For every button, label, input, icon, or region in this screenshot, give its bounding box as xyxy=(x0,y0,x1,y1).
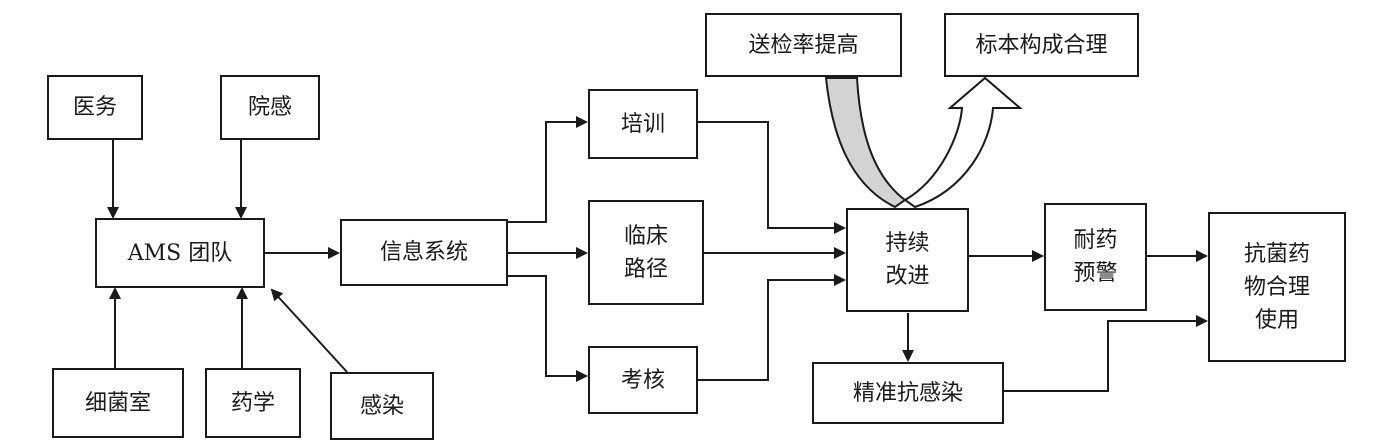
node-linchuang: 临床 路径 xyxy=(588,200,704,305)
node-kangjun: 抗菌药 物合理 使用 xyxy=(1208,212,1346,362)
arrow-peixun-to-chixu xyxy=(698,121,846,234)
node-ams-team: AMS 团队 xyxy=(95,218,265,288)
node-songjian: 送检率提高 xyxy=(705,13,902,77)
arrow-kaohe-to-chixu xyxy=(698,274,846,381)
hollow-curved-arrow xyxy=(903,76,1023,209)
node-naiyao: 耐药 预警 xyxy=(1044,203,1147,311)
node-chixu: 持续 改进 xyxy=(846,208,969,312)
node-biaoben: 标本构成合理 xyxy=(944,13,1139,77)
arrow-xinxi-to-peixun xyxy=(508,116,588,223)
node-yiwu: 医务 xyxy=(47,75,143,140)
arrow-xinxi-to-kaohe xyxy=(508,275,588,382)
node-jingzhun: 精准抗感染 xyxy=(812,362,1004,424)
node-peixun: 培训 xyxy=(588,89,698,159)
node-yaoxue: 药学 xyxy=(205,368,301,438)
node-xijunshi: 细菌室 xyxy=(52,368,184,438)
node-ganran: 感染 xyxy=(330,372,434,440)
arrow-jingzhun-to-kangjun xyxy=(1004,315,1208,392)
shaded-curved-arrow xyxy=(824,77,907,209)
node-xinxi: 信息系统 xyxy=(340,219,508,286)
node-yuangan: 院感 xyxy=(220,75,320,140)
node-kaohe: 考核 xyxy=(588,346,698,414)
arrow-ganran-to-ams xyxy=(270,288,348,373)
